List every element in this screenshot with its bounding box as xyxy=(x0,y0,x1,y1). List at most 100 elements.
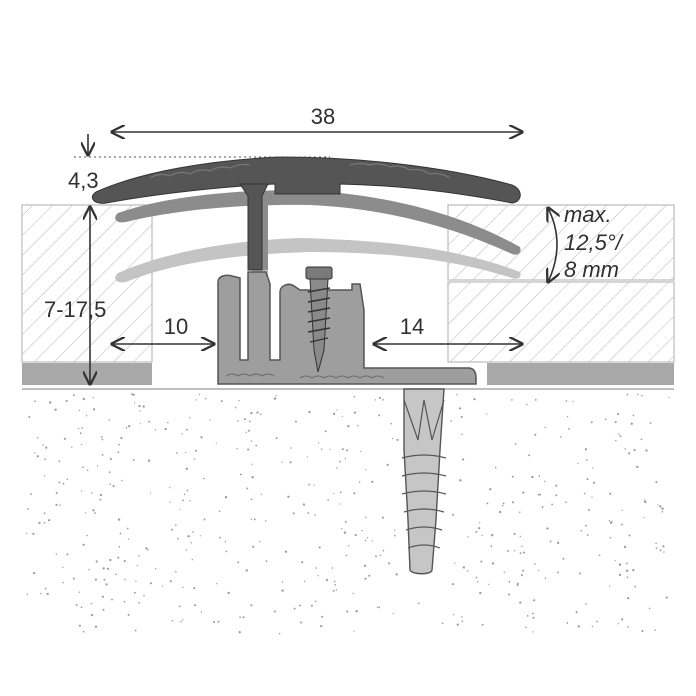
concrete-dot xyxy=(33,571,36,575)
concrete-dot xyxy=(86,469,89,472)
concrete-dot xyxy=(514,550,516,552)
concrete-dot xyxy=(108,419,110,421)
concrete-dot xyxy=(618,433,620,436)
concrete-dot xyxy=(344,457,347,460)
concrete-dot xyxy=(346,610,349,613)
concrete-dot xyxy=(355,610,358,613)
concrete-dot xyxy=(155,568,157,570)
concrete-dot xyxy=(511,475,514,478)
concrete-dot xyxy=(55,553,58,555)
concrete-dot xyxy=(92,509,95,512)
concrete-dot xyxy=(80,606,83,609)
concrete-dot xyxy=(641,394,643,397)
concrete-dot xyxy=(331,567,334,569)
concrete-dot xyxy=(133,402,136,404)
concrete-dot xyxy=(479,522,481,524)
concrete-dot xyxy=(593,481,596,484)
concrete-dot xyxy=(588,508,591,511)
concrete-dot xyxy=(301,561,304,564)
adjustment-range: max. 12,5°/ 8 mm xyxy=(548,202,624,282)
concrete-dot xyxy=(537,569,540,572)
concrete-dot xyxy=(381,516,384,519)
concrete-dot xyxy=(102,567,105,570)
concrete-dot xyxy=(251,463,253,465)
concrete-dot xyxy=(579,572,582,575)
concrete-dot xyxy=(245,431,247,433)
concrete-dot xyxy=(481,534,483,536)
concrete-dot xyxy=(72,394,75,397)
dimension-right-offset: 14 xyxy=(374,314,522,344)
adjustment-note-line3: 8 mm xyxy=(564,257,619,282)
concrete-dot xyxy=(138,404,141,408)
concrete-dot xyxy=(236,448,238,450)
concrete-dot xyxy=(632,414,635,417)
concrete-dot xyxy=(103,578,106,581)
concrete-dot xyxy=(96,465,99,467)
concrete-dot xyxy=(609,492,612,495)
concrete-dot xyxy=(626,576,629,579)
concrete-dot xyxy=(185,451,187,454)
concrete-dot xyxy=(250,604,253,607)
concrete-dot xyxy=(99,498,102,501)
concrete-dot xyxy=(46,592,49,596)
concrete-dot xyxy=(365,516,367,519)
dimension-width: 38 xyxy=(112,104,522,132)
concrete-dot xyxy=(590,421,593,424)
concrete-dot xyxy=(636,465,639,469)
dimension-left-offset-label: 10 xyxy=(164,314,188,339)
concrete-dot xyxy=(308,483,311,486)
concrete-dot xyxy=(461,616,463,618)
concrete-dot xyxy=(525,626,527,629)
concrete-dot xyxy=(609,521,613,524)
concrete-dot xyxy=(132,393,135,396)
concrete-dot xyxy=(162,585,164,587)
concrete-dot xyxy=(275,394,277,397)
concrete-dot xyxy=(136,564,138,567)
concrete-dot xyxy=(237,420,239,422)
concrete-dot xyxy=(187,535,190,538)
concrete-dot xyxy=(82,630,85,633)
concrete-dot xyxy=(281,581,284,583)
concrete-dot xyxy=(275,437,278,440)
concrete-dot xyxy=(619,435,622,438)
concrete-dot xyxy=(102,608,105,611)
concrete-dot xyxy=(668,396,670,399)
concrete-dot xyxy=(333,492,335,495)
concrete-dot xyxy=(203,477,205,480)
concrete-dot xyxy=(182,619,184,621)
concrete-dot xyxy=(477,581,479,583)
concrete-dot xyxy=(361,529,363,532)
concrete-dot xyxy=(117,451,120,454)
concrete-dot xyxy=(335,589,338,591)
concrete-dot xyxy=(79,432,82,435)
concrete-dot xyxy=(596,620,598,623)
concrete-dot xyxy=(63,437,67,440)
concrete-dot xyxy=(101,438,104,441)
concrete-dot xyxy=(220,400,223,403)
concrete-dot xyxy=(611,520,613,523)
concrete-dot xyxy=(614,421,617,424)
concrete-dot xyxy=(534,399,537,401)
concrete-dot xyxy=(637,393,639,396)
adjustment-note-line1: max. xyxy=(564,202,612,227)
concrete-dot xyxy=(519,535,521,538)
concrete-dot xyxy=(195,399,197,401)
concrete-dot xyxy=(531,475,534,479)
concrete-dot xyxy=(225,550,228,553)
concrete-dot xyxy=(245,569,248,572)
concrete-dot xyxy=(364,539,367,542)
concrete-dot xyxy=(183,493,186,496)
concrete-dot xyxy=(374,399,377,401)
concrete-dot xyxy=(324,430,327,433)
concrete-dot xyxy=(503,571,506,574)
concrete-dot xyxy=(308,410,311,414)
concrete-dot xyxy=(378,414,381,417)
concrete-dot xyxy=(452,613,455,616)
concrete-dot xyxy=(393,529,396,531)
concrete-dot xyxy=(502,502,505,505)
concrete-dot xyxy=(348,545,350,547)
concrete-substrate xyxy=(22,388,674,639)
concrete-dot xyxy=(250,518,253,520)
concrete-dot xyxy=(320,448,323,450)
